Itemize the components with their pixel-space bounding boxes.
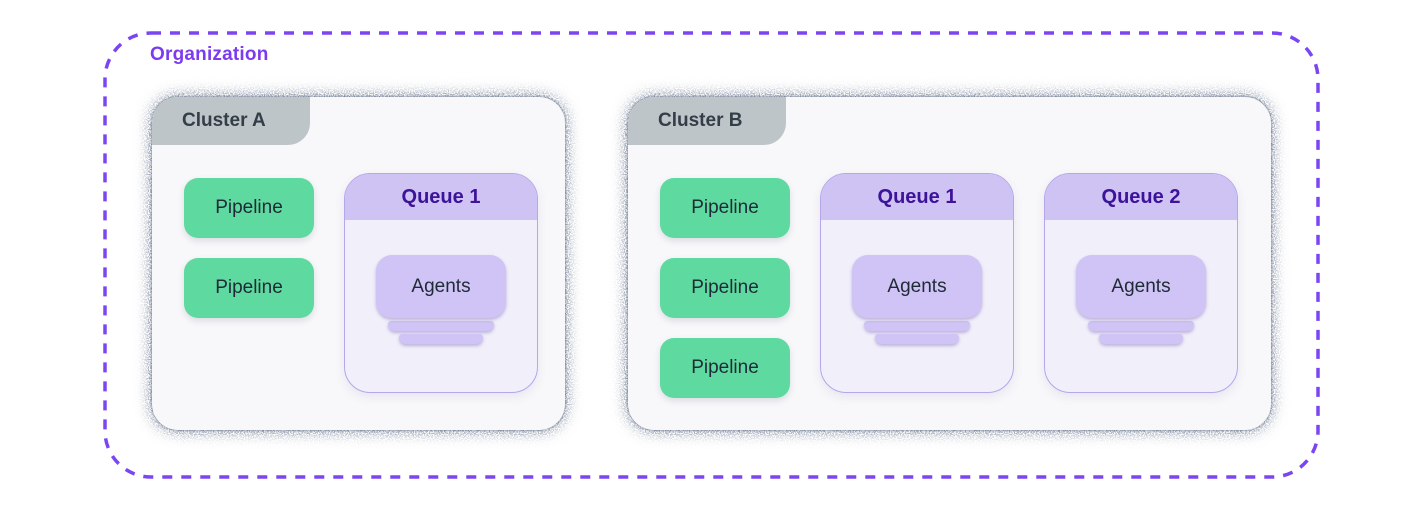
org-dashed-border bbox=[103, 31, 1320, 479]
cluster-a: Cluster A Pipeline Pipeline Queue 1 bbox=[152, 97, 565, 430]
cluster-a-pipelines: Pipeline Pipeline bbox=[184, 178, 314, 318]
queue-header: Queue 1 bbox=[821, 174, 1013, 220]
org-label: Organization bbox=[150, 44, 269, 65]
queue-header: Queue 2 bbox=[1045, 174, 1237, 220]
queue-title: Queue 1 bbox=[877, 185, 957, 208]
pipeline-label: Pipeline bbox=[691, 197, 759, 218]
queue-card: Queue 1 Agents bbox=[344, 173, 538, 393]
pipeline-label: Pipeline bbox=[215, 277, 283, 298]
agents-label: Agents bbox=[411, 275, 471, 297]
cluster-a-tab: Cluster A bbox=[152, 97, 310, 145]
agents-stack: Agents bbox=[821, 255, 1013, 344]
cluster-b-content: Pipeline Pipeline Pipeline Queue 1 bbox=[660, 173, 1238, 398]
cluster-a-title: Cluster A bbox=[182, 110, 266, 131]
cluster-b-title: Cluster B bbox=[658, 110, 743, 131]
pipeline-node: Pipeline bbox=[660, 258, 790, 318]
queue-header: Queue 1 bbox=[345, 174, 537, 220]
agents-node: Agents bbox=[376, 255, 506, 318]
cluster-a-card: Cluster A Pipeline Pipeline Queue 1 bbox=[152, 97, 565, 430]
cluster-b-card: Cluster B Pipeline Pipeline Pipeline bbox=[628, 97, 1271, 430]
pipeline-label: Pipeline bbox=[215, 197, 283, 218]
agents-stack: Agents bbox=[345, 255, 537, 344]
queue-title: Queue 1 bbox=[401, 185, 481, 208]
pipeline-node: Pipeline bbox=[184, 258, 314, 318]
queue-card: Queue 1 Agents bbox=[820, 173, 1014, 393]
agents-stack-layer bbox=[864, 321, 970, 331]
pipeline-label: Pipeline bbox=[691, 277, 759, 298]
agents-stack: Agents bbox=[1045, 255, 1237, 344]
cluster-b-tab: Cluster B bbox=[628, 97, 787, 145]
queue-card: Queue 2 Agents bbox=[1044, 173, 1238, 393]
agents-label: Agents bbox=[1111, 275, 1171, 297]
agents-stack-layer bbox=[388, 321, 494, 331]
cluster-a-content: Pipeline Pipeline Queue 1 Agents bbox=[184, 173, 538, 393]
agents-stack-layer bbox=[399, 334, 483, 344]
pipeline-label: Pipeline bbox=[691, 357, 759, 378]
agents-node: Agents bbox=[1076, 255, 1206, 318]
agents-stack-layer bbox=[1099, 334, 1183, 344]
agents-label: Agents bbox=[887, 275, 947, 297]
pipeline-node: Pipeline bbox=[184, 178, 314, 238]
pipeline-node: Pipeline bbox=[660, 338, 790, 398]
queue-title: Queue 2 bbox=[1101, 185, 1181, 208]
cluster-b-pipelines: Pipeline Pipeline Pipeline bbox=[660, 178, 790, 398]
cluster-b: Cluster B Pipeline Pipeline Pipeline bbox=[628, 97, 1271, 430]
pipeline-node: Pipeline bbox=[660, 178, 790, 238]
org-container: Organization Cluster A Pipeline Pipeline bbox=[103, 31, 1320, 479]
agents-stack-layer bbox=[875, 334, 959, 344]
agents-node: Agents bbox=[852, 255, 982, 318]
agents-stack-layer bbox=[1088, 321, 1194, 331]
